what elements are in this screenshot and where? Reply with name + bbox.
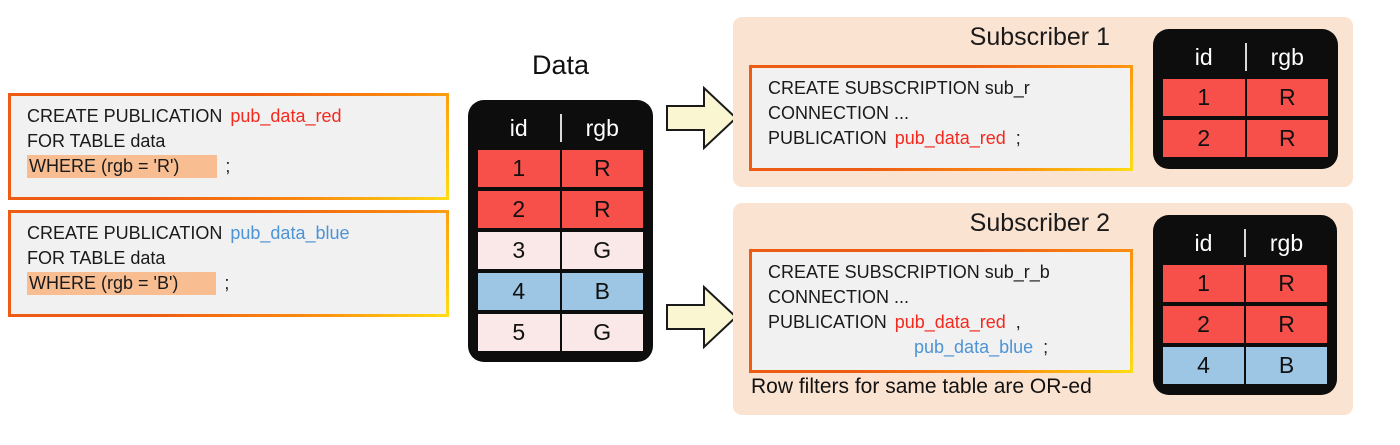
cell-id: 2 xyxy=(1163,120,1245,157)
subscription1-code: CREATE SUBSCRIPTION sub_r CONNECTION ...… xyxy=(752,68,1130,168)
subscription1-code-box: CREATE SUBSCRIPTION sub_r CONNECTION ...… xyxy=(749,65,1133,171)
list-separator: , xyxy=(1015,312,1021,332)
cell-id: 4 xyxy=(1163,347,1244,384)
statement-terminator: ; xyxy=(225,156,231,176)
statement-terminator: ; xyxy=(224,273,230,293)
sql-keyword: CREATE PUBLICATION xyxy=(27,223,223,243)
publication-name-red: pub_data_red xyxy=(230,106,342,126)
code-line: CREATE PUBLICATION pub_data_red xyxy=(27,104,446,129)
header-id: id xyxy=(1194,43,1213,70)
header-rgb: rgb xyxy=(1270,43,1304,70)
publication-name-red: pub_data_red xyxy=(894,312,1006,332)
cell-id: 4 xyxy=(478,273,560,310)
where-clause-highlight: WHERE (rgb = 'R') xyxy=(27,155,218,178)
statement-terminator: ; xyxy=(1043,337,1049,357)
cell-id: 1 xyxy=(478,150,560,187)
publication-name-blue: pub_data_blue xyxy=(914,337,1034,357)
header-id: id xyxy=(1194,229,1213,256)
code-line: CONNECTION ... xyxy=(768,103,910,123)
cell-rgb: B xyxy=(561,273,643,310)
subscriber1-panel: Subscriber 1 CREATE SUBSCRIPTION sub_r C… xyxy=(733,17,1353,187)
cell-id: 2 xyxy=(478,191,560,228)
cell-id: 3 xyxy=(478,232,560,269)
code-line: CREATE SUBSCRIPTION sub_r xyxy=(768,78,1030,98)
publication-name-red: pub_data_red xyxy=(894,128,1006,148)
or-ed-note: Row filters for same table are OR-ed xyxy=(751,375,1092,398)
where-clause-highlight: WHERE (rgb = 'B') xyxy=(27,272,217,295)
code-line: FOR TABLE data xyxy=(27,248,166,268)
cell-id: 2 xyxy=(1163,306,1244,343)
publication-red-code-box: CREATE PUBLICATION pub_data_red FOR TABLE… xyxy=(8,93,449,200)
statement-terminator: ; xyxy=(1015,128,1021,148)
cell-id: 1 xyxy=(1163,79,1245,116)
cell-rgb: R xyxy=(1246,79,1328,116)
subscriber1-title: Subscriber 1 xyxy=(969,23,1110,51)
sql-keyword: PUBLICATION xyxy=(768,128,887,148)
header-rgb: rgb xyxy=(1269,229,1304,256)
subscription2-code: CREATE SUBSCRIPTION sub_r_b CONNECTION .… xyxy=(752,252,1130,370)
publication-red-code: CREATE PUBLICATION pub_data_red FOR TABLE… xyxy=(11,96,446,197)
data-table-header: id rgb xyxy=(478,110,643,146)
subscriber2-panel: Subscriber 2 CREATE SUBSCRIPTION sub_r_b… xyxy=(733,203,1353,415)
header-divider xyxy=(1244,43,1247,71)
cell-rgb: R xyxy=(1246,120,1328,157)
code-line: PUBLICATION pub_data_red; xyxy=(768,126,1130,151)
publication-name-blue: pub_data_blue xyxy=(230,223,350,243)
subscriber2-title: Subscriber 2 xyxy=(969,209,1110,237)
cell-id: 1 xyxy=(1163,265,1244,302)
code-line: pub_data_blue; xyxy=(768,335,1130,360)
cell-rgb: G xyxy=(561,314,643,351)
cell-rgb: B xyxy=(1246,347,1327,384)
code-line: CREATE SUBSCRIPTION sub_r_b xyxy=(768,262,1050,282)
publication-blue-code: CREATE PUBLICATION pub_data_blue FOR TABL… xyxy=(11,213,446,314)
code-line: CONNECTION ... xyxy=(768,287,910,307)
cell-rgb: R xyxy=(1246,265,1327,302)
cell-rgb: R xyxy=(561,150,643,187)
sql-keyword: PUBLICATION xyxy=(768,312,887,332)
cell-rgb: R xyxy=(561,191,643,228)
code-line: WHERE (rgb = 'R'); xyxy=(27,154,446,179)
flow-arrow-to-subscriber2-icon xyxy=(666,285,738,349)
code-line: WHERE (rgb = 'B'); xyxy=(27,271,446,296)
code-line: PUBLICATION pub_data_red, xyxy=(768,310,1130,335)
header-id: id xyxy=(509,114,528,141)
data-table-title: Data xyxy=(531,50,590,80)
cell-rgb: G xyxy=(561,232,643,269)
flow-arrow-to-subscriber1-icon xyxy=(666,86,738,150)
code-line: CREATE PUBLICATION pub_data_blue xyxy=(27,221,446,246)
subscription2-code-box: CREATE SUBSCRIPTION sub_r_b CONNECTION .… xyxy=(749,249,1133,373)
subscriber2-table-header: id rgb xyxy=(1163,225,1327,261)
cell-id: 5 xyxy=(478,314,560,351)
header-divider xyxy=(1244,229,1246,257)
sql-keyword: CREATE PUBLICATION xyxy=(27,106,223,126)
code-line: FOR TABLE data xyxy=(27,131,166,151)
cell-rgb: R xyxy=(1246,306,1327,343)
publication-blue-code-box: CREATE PUBLICATION pub_data_blue FOR TABL… xyxy=(8,210,449,317)
header-divider xyxy=(559,114,562,142)
header-rgb: rgb xyxy=(585,114,619,141)
subscriber1-table-header: id rgb xyxy=(1163,39,1328,75)
